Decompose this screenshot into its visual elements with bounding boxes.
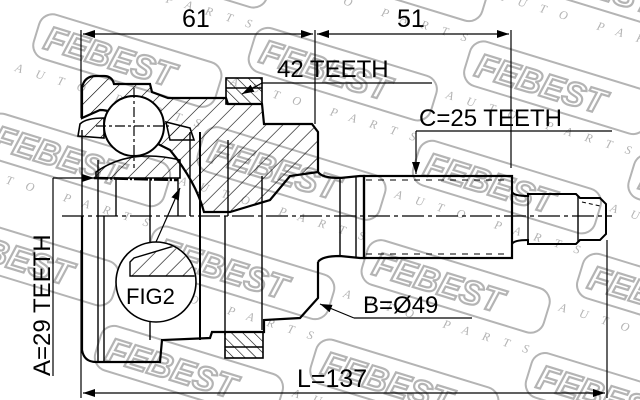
fig2-detail: FIG2 [115, 187, 197, 323]
dim-51-label: 51 [397, 5, 425, 33]
svg-text:42 TEETH: 42 TEETH [277, 56, 389, 83]
label-c-25-teeth: C=25 TEETH [412, 105, 612, 174]
label-a-29-teeth: A=29 TEETH [29, 174, 94, 376]
label-42-teeth: 42 TEETH [241, 56, 432, 95]
fig2-label: FIG2 [126, 284, 175, 309]
dimension-61: 61 [80, 5, 316, 124]
abs-ring-top [225, 77, 263, 105]
output-shaft [317, 171, 607, 263]
svg-text:B=Ø49: B=Ø49 [363, 292, 438, 319]
svg-text:C=25 TEETH: C=25 TEETH [419, 105, 562, 132]
dim-61-label: 61 [182, 5, 210, 33]
dim-137-label: L=137 [297, 365, 367, 393]
dimension-total-length: L=137 [80, 240, 608, 398]
svg-text:A=29 TEETH: A=29 TEETH [29, 234, 56, 376]
outer-housing-lower [80, 130, 320, 364]
label-b-diameter: B=Ø49 [319, 292, 472, 319]
dimension-51: 51 [317, 5, 512, 168]
abs-ring-bottom [224, 331, 264, 359]
